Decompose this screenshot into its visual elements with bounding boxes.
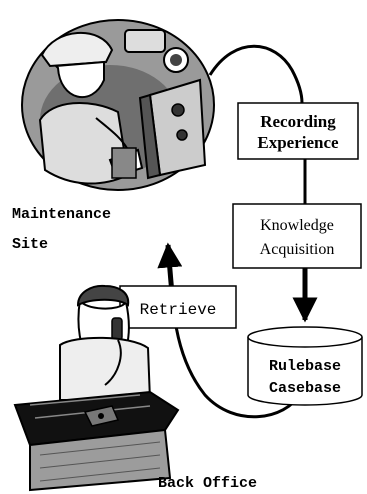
person-on-phone-at-desk-illustration: [13, 284, 180, 492]
maintenance-site-label-line1: Maintenance: [12, 206, 111, 223]
maintenance-site-label-line2: Site: [12, 236, 48, 253]
recording-experience-box: Recording Experience: [237, 102, 359, 160]
flow-line-rulebase-to-office: [173, 319, 302, 419]
retrieve-box: Retrieve: [119, 285, 237, 329]
back-office-label: Back Office: [158, 475, 257, 492]
rulebase-casebase-cylinder: Rulebase Casebase: [247, 326, 363, 406]
knowledge-acquisition-line1: Knowledge: [260, 217, 334, 234]
retrieve-label: Retrieve: [140, 301, 217, 319]
technician-at-console-illustration: [21, 19, 215, 191]
knowledge-acquisition-box: Knowledge Acquisition: [232, 203, 362, 269]
flow-line-technician-to-recording: [208, 44, 304, 104]
casebase-label: Casebase: [269, 380, 341, 397]
knowledge-acquisition-line2: Acquisition: [260, 241, 335, 258]
recording-experience-line1: Recording: [260, 112, 336, 131]
rulebase-label: Rulebase: [269, 358, 341, 375]
recording-experience-line2: Experience: [257, 133, 339, 152]
